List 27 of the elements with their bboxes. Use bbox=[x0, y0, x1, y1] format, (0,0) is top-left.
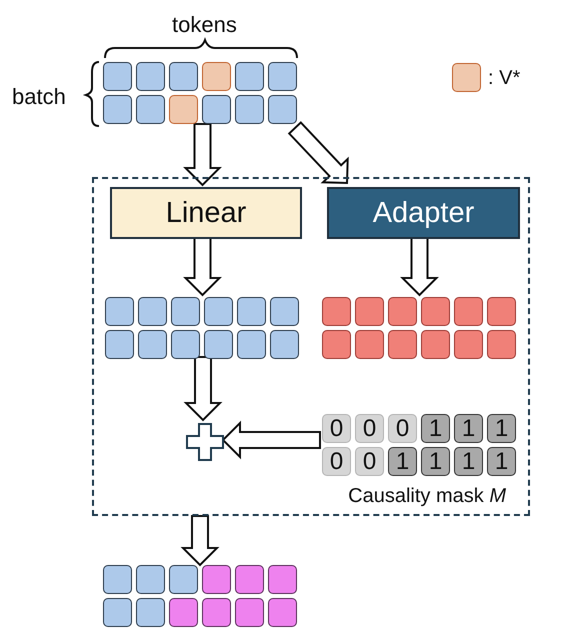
mask-cell: 1 bbox=[454, 414, 483, 443]
mask-cell: 1 bbox=[487, 447, 516, 476]
mask-cell: 0 bbox=[355, 414, 384, 443]
mask-cell: 0 bbox=[355, 447, 384, 476]
block-arrow bbox=[184, 356, 222, 422]
block-arrow bbox=[400, 236, 439, 296]
axis-label: batch bbox=[12, 86, 66, 108]
mask-cell: 0 bbox=[388, 414, 417, 443]
mask-cell: 1 bbox=[454, 447, 483, 476]
mask-cell: 0 bbox=[322, 447, 351, 476]
mask-cell: 1 bbox=[487, 414, 516, 443]
mask-cell: 0 bbox=[322, 414, 351, 443]
mask-cell: 1 bbox=[388, 447, 417, 476]
linear-box: Linear bbox=[110, 187, 302, 239]
mask-cell: 1 bbox=[421, 447, 450, 476]
mask-caption: Causality mask M bbox=[348, 486, 506, 506]
legend-label: : V* bbox=[488, 68, 520, 88]
block-arrow bbox=[288, 121, 349, 184]
block-arrow bbox=[222, 420, 321, 460]
adapter-box: Adapter bbox=[327, 187, 520, 239]
block-arrow bbox=[180, 515, 220, 566]
plus-sign bbox=[185, 422, 225, 462]
dashed-group-frame bbox=[92, 177, 530, 516]
block-arrow bbox=[183, 123, 222, 186]
mask-cell: 1 bbox=[421, 414, 450, 443]
block-arrow bbox=[183, 236, 222, 296]
axis-label: tokens bbox=[172, 14, 237, 36]
